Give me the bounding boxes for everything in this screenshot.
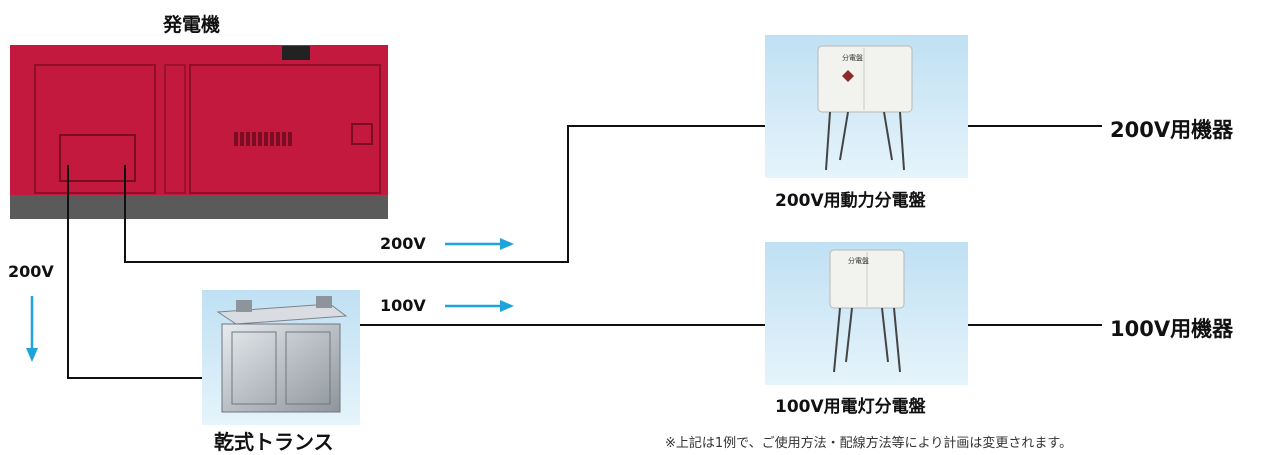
power-panel-image: 分電盤 xyxy=(765,35,968,178)
device-200v-label: 200V用機器 xyxy=(1110,114,1233,144)
line-200v-label: 200V xyxy=(380,234,426,253)
generator-image xyxy=(10,45,388,219)
generator-voltage-label: 200V xyxy=(8,262,54,281)
arrow-100v-right xyxy=(445,300,514,312)
transformer-image xyxy=(202,290,360,425)
transformer-label: 乾式トランス xyxy=(214,426,334,455)
power-panel-door-text: 分電盤 xyxy=(842,53,863,62)
arrow-200v-down xyxy=(26,296,38,362)
light-panel-image: 分電盤 xyxy=(765,242,968,385)
device-100v-label: 100V用機器 xyxy=(1110,313,1233,343)
light-panel-label: 100V用電灯分電盤 xyxy=(775,392,926,417)
generator-title: 発電機 xyxy=(163,10,220,37)
footnote: ※上記は1例で、ご使用方法・配線方法等により計画は変更されます。 xyxy=(665,432,1072,451)
arrow-200v-right xyxy=(445,238,514,250)
line-100v-label: 100V xyxy=(380,296,426,315)
light-panel-door-text: 分電盤 xyxy=(848,256,869,265)
power-panel-label: 200V用動力分電盤 xyxy=(775,186,926,211)
